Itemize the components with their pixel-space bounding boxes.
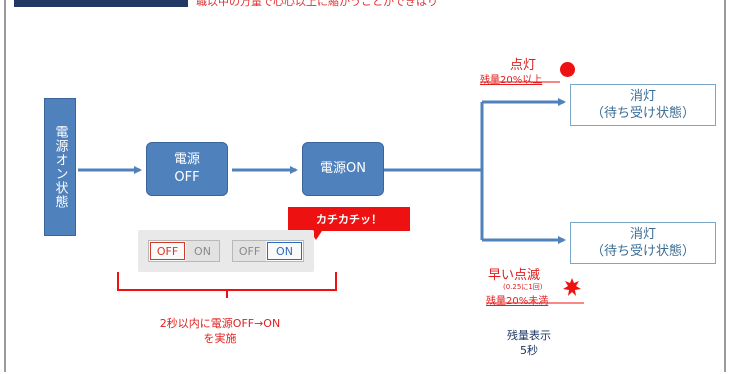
- blink-burst-icon: [563, 278, 581, 296]
- switch-caption: 2秒以内に電源OFF→ON を実施: [140, 316, 300, 346]
- standby-state-top: 消灯 （待ち受け状態）: [570, 84, 716, 126]
- caption-line2: を実施: [203, 332, 237, 345]
- switch2-on-segment: ON: [267, 242, 302, 260]
- header-text: 職以中の万量で心心以上に縮かうことかできはり: [196, 0, 438, 8]
- state-bot-line2: （待ち受け状態）: [590, 244, 695, 259]
- remaining-display-note: 残量表示 5秒: [494, 328, 564, 358]
- power-off-box: 電源 OFF: [146, 142, 228, 196]
- remaining-line1: 残量表示: [507, 329, 551, 342]
- switch-on-position: OFF ON: [232, 240, 304, 262]
- start-state-box: 電源オン状態: [44, 98, 76, 236]
- switch1-on-segment: ON: [186, 241, 219, 261]
- power-off-line2: OFF: [174, 170, 200, 185]
- click-callout: カチカチッ！: [288, 207, 410, 231]
- fast-blink-label: 早い点滅: [488, 268, 541, 283]
- switch1-off-segment: OFF: [150, 242, 185, 260]
- fast-blink-note: 残量20%未満: [486, 296, 549, 307]
- header-bar: [14, 0, 188, 7]
- lit-label: 点灯: [510, 58, 537, 73]
- red-dot-icon: [560, 62, 575, 77]
- state-top-line2: （待ち受け状態）: [590, 106, 695, 121]
- switch2-off-segment: OFF: [233, 241, 266, 261]
- callout-text: カチカチッ！: [316, 213, 382, 226]
- start-state-label: 電源オン状態: [52, 125, 68, 209]
- switch-off-position: OFF ON: [148, 240, 220, 262]
- caption-line1: 2秒以内に電源OFF→ON: [159, 317, 281, 330]
- state-bot-line1: 消灯: [629, 227, 656, 242]
- fast-blink-interval: (0.25に1回): [503, 283, 543, 291]
- state-top-line1: 消灯: [629, 89, 656, 104]
- power-on-label: 電源ON: [320, 161, 366, 176]
- switch-panel: OFF ON OFF ON: [138, 230, 314, 272]
- standby-state-bottom: 消灯 （待ち受け状態）: [570, 222, 716, 264]
- remaining-line2: 5秒: [520, 344, 538, 357]
- switch-bracket: [117, 272, 337, 298]
- power-on-box: 電源ON: [302, 142, 384, 196]
- lit-note: 残量20%以上: [480, 75, 543, 86]
- power-off-line1: 電源: [173, 152, 200, 167]
- slide-frame: [4, 0, 726, 372]
